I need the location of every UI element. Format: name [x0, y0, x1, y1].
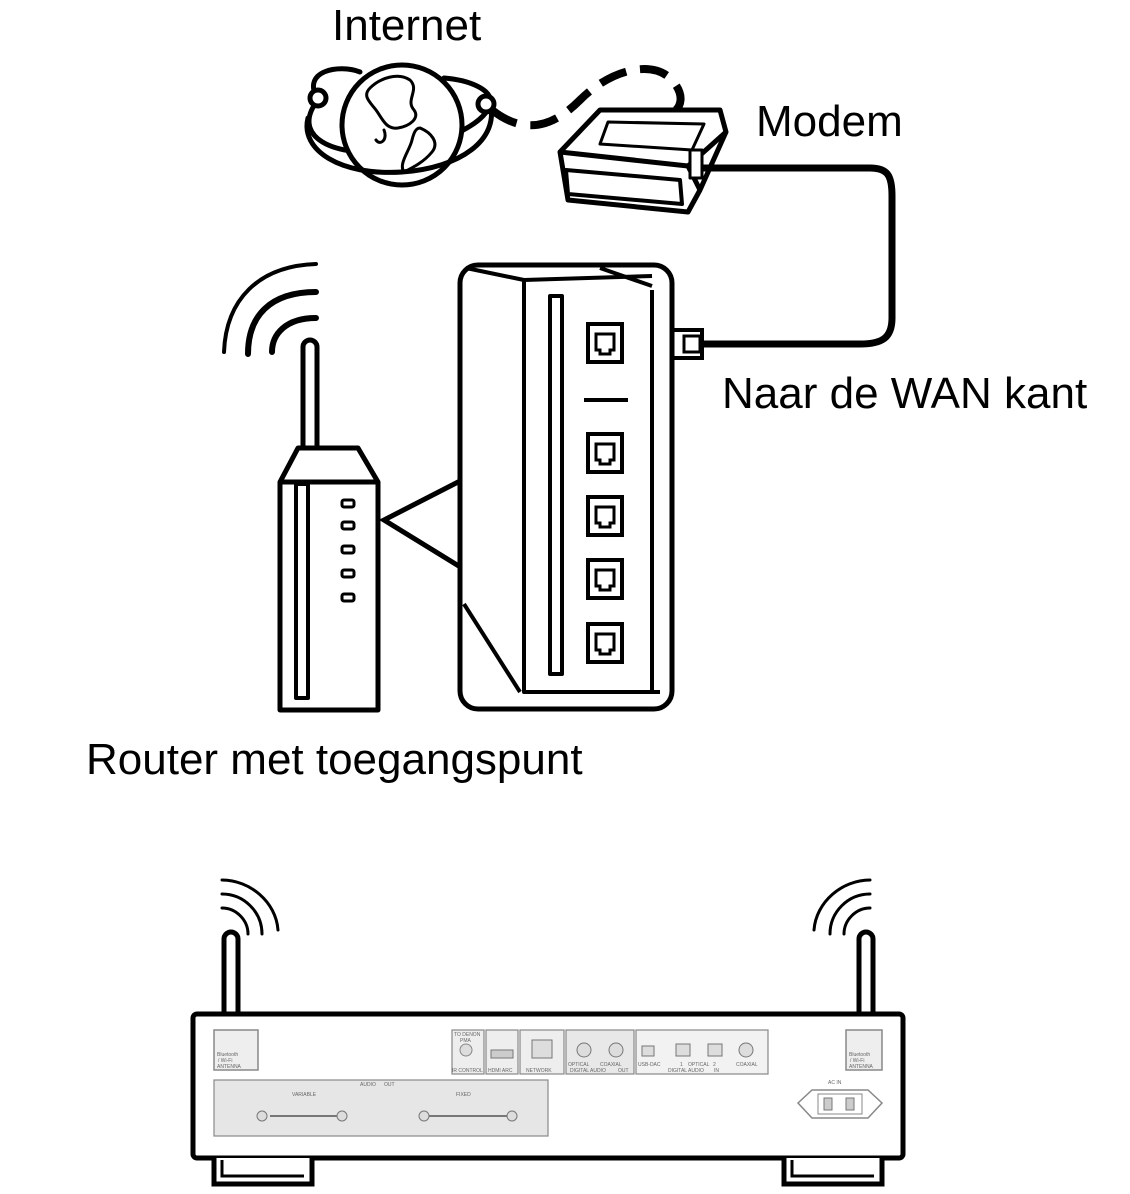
- audio-out-label: OUT: [384, 1082, 395, 1088]
- coaxial-in-label: COAXIAL: [736, 1062, 758, 1068]
- antenna-right-label-1: Bluetooth: [849, 1052, 870, 1058]
- in-label: IN: [714, 1068, 719, 1074]
- antenna-left-label-1: Bluetooth: [217, 1052, 238, 1058]
- wifi-signal-icon: [812, 878, 872, 936]
- digital-audio-out-label: DIGITAL AUDIO: [570, 1068, 606, 1074]
- wifi-signal-icon: [220, 878, 280, 936]
- variable-label: VARIABLE: [292, 1092, 317, 1098]
- modem-label: Modem: [756, 97, 903, 146]
- optical-in-label: OPTICAL: [688, 1062, 710, 1068]
- lan-port-icon: [586, 622, 624, 664]
- wan-port-icon: [586, 322, 624, 364]
- lan-port-icon: [586, 495, 624, 537]
- globe-icon: [304, 62, 497, 188]
- audio-device-rear: Bluetooth / Wi-Fi ANTENNA Bluetooth / Wi…: [190, 1011, 906, 1187]
- ir-control-label: IR CONTROL: [452, 1068, 483, 1074]
- router-ports: [586, 322, 624, 664]
- antenna-left-label-3: ANTENNA: [217, 1064, 242, 1070]
- wan-side-label: Naar de WAN kant: [722, 369, 1088, 418]
- audio-label: AUDIO: [360, 1082, 376, 1088]
- coaxial-out-label: COAXIAL: [600, 1062, 622, 1068]
- router-label: Router met toegangspunt: [86, 735, 583, 784]
- ac-in-label: AC IN: [828, 1080, 842, 1086]
- lan-port-icon: [586, 558, 624, 600]
- wan-cable: [700, 164, 896, 348]
- lan-port-icon: [586, 432, 624, 474]
- antenna-right-label-3: ANTENNA: [849, 1064, 874, 1070]
- ir-top-label-1: TO DENON: [454, 1032, 481, 1038]
- antenna-left-label-2: / Wi-Fi: [218, 1058, 232, 1064]
- fixed-label: FIXED: [456, 1092, 471, 1098]
- router-zoom-callout: [457, 262, 675, 712]
- modem-icon: [557, 107, 729, 215]
- digital-audio-in-label: DIGITAL AUDIO: [668, 1068, 704, 1074]
- ir-top-label-2: PMA: [460, 1038, 472, 1044]
- callout-pointer: [378, 477, 464, 571]
- out-label: OUT: [618, 1068, 629, 1074]
- wifi-signal-icon: [222, 262, 319, 357]
- in-1-label: 1: [680, 1062, 683, 1068]
- router-icon: [277, 337, 381, 713]
- internet-cable: [489, 65, 685, 130]
- optical-out-label: OPTICAL: [568, 1062, 590, 1068]
- internet-label: Internet: [332, 1, 482, 50]
- hdmi-arc-label: HDMI ARC: [488, 1068, 513, 1074]
- network-label: NETWORK: [526, 1068, 552, 1074]
- antenna-right-label-2: / Wi-Fi: [850, 1058, 864, 1064]
- usb-dac-label: USB-DAC: [638, 1062, 661, 1068]
- in-2-label: 2: [713, 1062, 716, 1068]
